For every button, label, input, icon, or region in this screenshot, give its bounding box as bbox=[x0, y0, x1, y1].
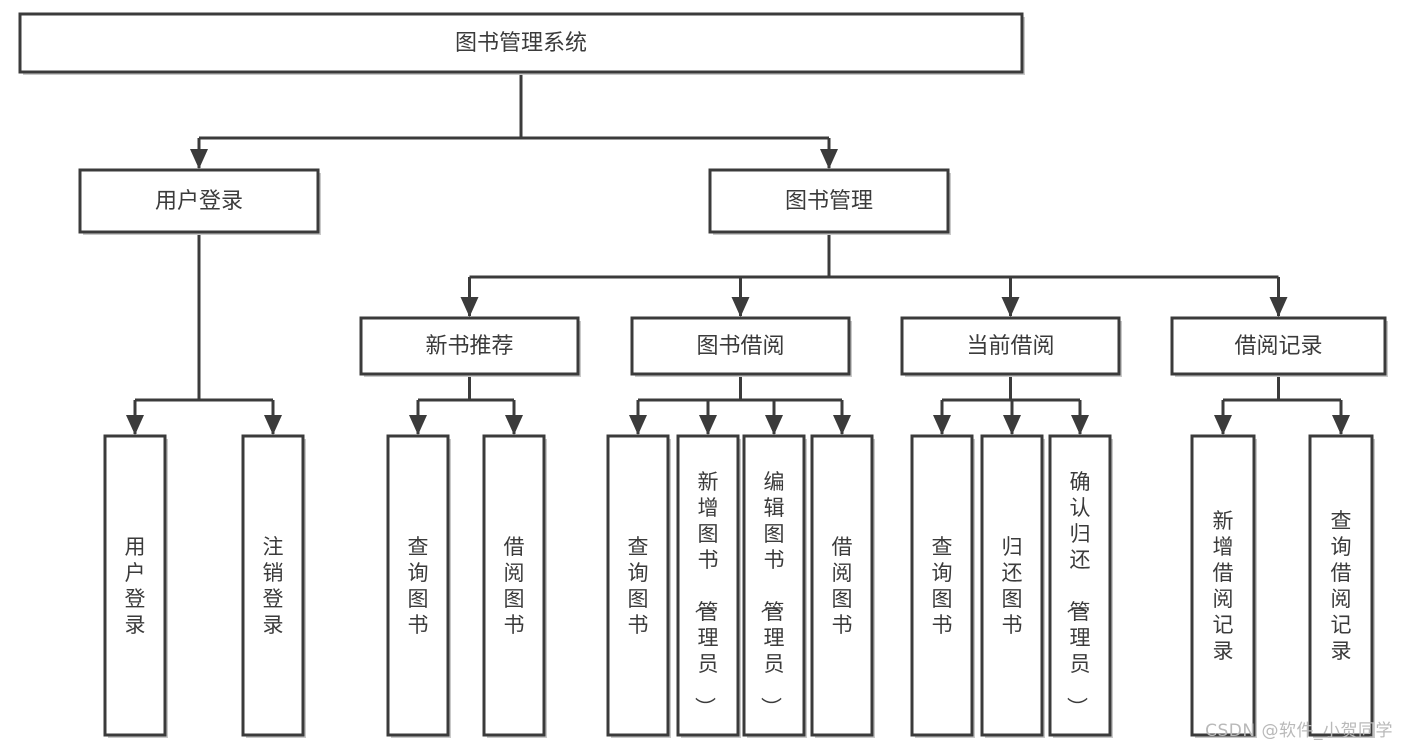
arrow-head-icon bbox=[264, 415, 282, 435]
csdn-watermark: CSDN @软件_小贺同学 bbox=[1205, 721, 1393, 741]
node-rect[interactable] bbox=[980, 434, 1044, 737]
node-rect[interactable] bbox=[1308, 434, 1374, 737]
node-label: 新增图书（管理员） bbox=[693, 470, 719, 718]
node-leaf-查询图书[interactable]: 查询图书 bbox=[606, 434, 671, 738]
node-level1-用户登录[interactable]: 用户登录 bbox=[78, 168, 321, 235]
connector-lines bbox=[126, 72, 1350, 435]
node-label: 图书管理系统 bbox=[455, 31, 587, 56]
arrow-head-icon bbox=[1269, 297, 1288, 317]
node-rect[interactable] bbox=[630, 316, 851, 376]
node-label: 图书管理 bbox=[785, 189, 873, 214]
node-rect[interactable] bbox=[708, 168, 950, 234]
node-label: 查询图书 bbox=[628, 535, 649, 637]
node-leaf-新增图书管理员[interactable]: 新增图书（管理员） bbox=[676, 434, 741, 738]
node-label: 注销登录 bbox=[263, 535, 284, 637]
node-level1-图书管理[interactable]: 图书管理 bbox=[708, 168, 951, 235]
node-leaf-注销登录[interactable]: 注销登录 bbox=[241, 434, 306, 738]
node-rect[interactable] bbox=[810, 434, 874, 737]
arrow-head-icon bbox=[505, 415, 523, 435]
arrow-head-icon bbox=[820, 149, 838, 169]
node-rect[interactable] bbox=[359, 316, 580, 376]
arrow-head-icon bbox=[1001, 297, 1020, 317]
arrow-head-icon bbox=[1332, 415, 1350, 435]
node-level2-图书借阅[interactable]: 图书借阅 bbox=[630, 316, 852, 377]
node-leaf-查询图书[interactable]: 查询图书 bbox=[910, 434, 975, 738]
node-leaf-编辑图书管理员[interactable]: 编辑图书（管理员） bbox=[742, 434, 807, 738]
node-level2-当前借阅[interactable]: 当前借阅 bbox=[900, 316, 1122, 377]
node-rect[interactable] bbox=[103, 434, 167, 737]
node-leaf-查询借阅记录[interactable]: 查询借阅记录 bbox=[1308, 434, 1375, 738]
arrow-head-icon bbox=[833, 415, 851, 435]
node-rect[interactable] bbox=[742, 434, 806, 737]
node-rect[interactable] bbox=[78, 168, 320, 234]
node-label: 编辑图书（管理员） bbox=[759, 470, 785, 718]
node-label: 归还图书 bbox=[1002, 535, 1023, 637]
node-label: 借阅图书 bbox=[832, 535, 853, 637]
node-label: 用户登录 bbox=[155, 189, 243, 214]
node-leaf-新增借阅记录[interactable]: 新增借阅记录 bbox=[1190, 434, 1257, 738]
node-rect[interactable] bbox=[1190, 434, 1256, 737]
node-label: 查询借阅记录 bbox=[1331, 509, 1352, 663]
arrow-head-icon bbox=[629, 415, 647, 435]
node-label: 图书借阅 bbox=[696, 334, 784, 359]
node-label: 借阅记录 bbox=[1234, 334, 1322, 359]
node-rect[interactable] bbox=[386, 434, 450, 737]
node-title-图书管理系统[interactable]: 图书管理系统 bbox=[18, 12, 1025, 75]
node-label: 查询图书 bbox=[408, 535, 429, 637]
node-label: 当前借阅 bbox=[966, 334, 1054, 359]
node-rect[interactable] bbox=[18, 12, 1024, 74]
arrow-head-icon bbox=[1071, 415, 1089, 435]
node-rect[interactable] bbox=[482, 434, 546, 737]
arrow-head-icon bbox=[126, 415, 144, 435]
node-leaf-借阅图书[interactable]: 借阅图书 bbox=[482, 434, 547, 738]
node-label: 查询图书 bbox=[932, 535, 953, 637]
node-label: 用户登录 bbox=[125, 535, 146, 637]
node-level2-新书推荐[interactable]: 新书推荐 bbox=[359, 316, 581, 377]
arrow-head-icon bbox=[460, 297, 479, 317]
arrow-head-icon bbox=[190, 149, 208, 169]
arrow-head-icon bbox=[1003, 415, 1021, 435]
node-label: 新书推荐 bbox=[425, 334, 513, 359]
node-level2-借阅记录[interactable]: 借阅记录 bbox=[1170, 316, 1388, 377]
node-rect[interactable] bbox=[606, 434, 670, 737]
arrow-head-icon bbox=[699, 415, 717, 435]
node-leaf-借阅图书[interactable]: 借阅图书 bbox=[810, 434, 875, 738]
node-rect[interactable] bbox=[1048, 434, 1112, 737]
node-label: 借阅图书 bbox=[504, 535, 525, 637]
node-leaf-用户登录[interactable]: 用户登录 bbox=[103, 434, 168, 738]
arrow-head-icon bbox=[933, 415, 951, 435]
node-boxes: 图书管理系统用户登录图书管理新书推荐图书借阅当前借阅借阅记录用户登录注销登录查询… bbox=[18, 12, 1388, 738]
node-rect[interactable] bbox=[910, 434, 974, 737]
arrow-head-icon bbox=[731, 297, 750, 317]
node-label: 确认归还（管理员） bbox=[1065, 470, 1091, 718]
arrow-head-icon bbox=[1214, 415, 1232, 435]
node-rect[interactable] bbox=[241, 434, 305, 737]
node-rect[interactable] bbox=[676, 434, 740, 737]
node-rect[interactable] bbox=[900, 316, 1121, 376]
node-leaf-确认归还管理员[interactable]: 确认归还（管理员） bbox=[1048, 434, 1113, 738]
node-rect[interactable] bbox=[1170, 316, 1387, 376]
node-label: 新增借阅记录 bbox=[1213, 509, 1234, 663]
arrow-head-icon bbox=[765, 415, 783, 435]
node-leaf-查询图书[interactable]: 查询图书 bbox=[386, 434, 451, 738]
node-leaf-归还图书[interactable]: 归还图书 bbox=[980, 434, 1045, 738]
arrow-head-icon bbox=[409, 415, 427, 435]
